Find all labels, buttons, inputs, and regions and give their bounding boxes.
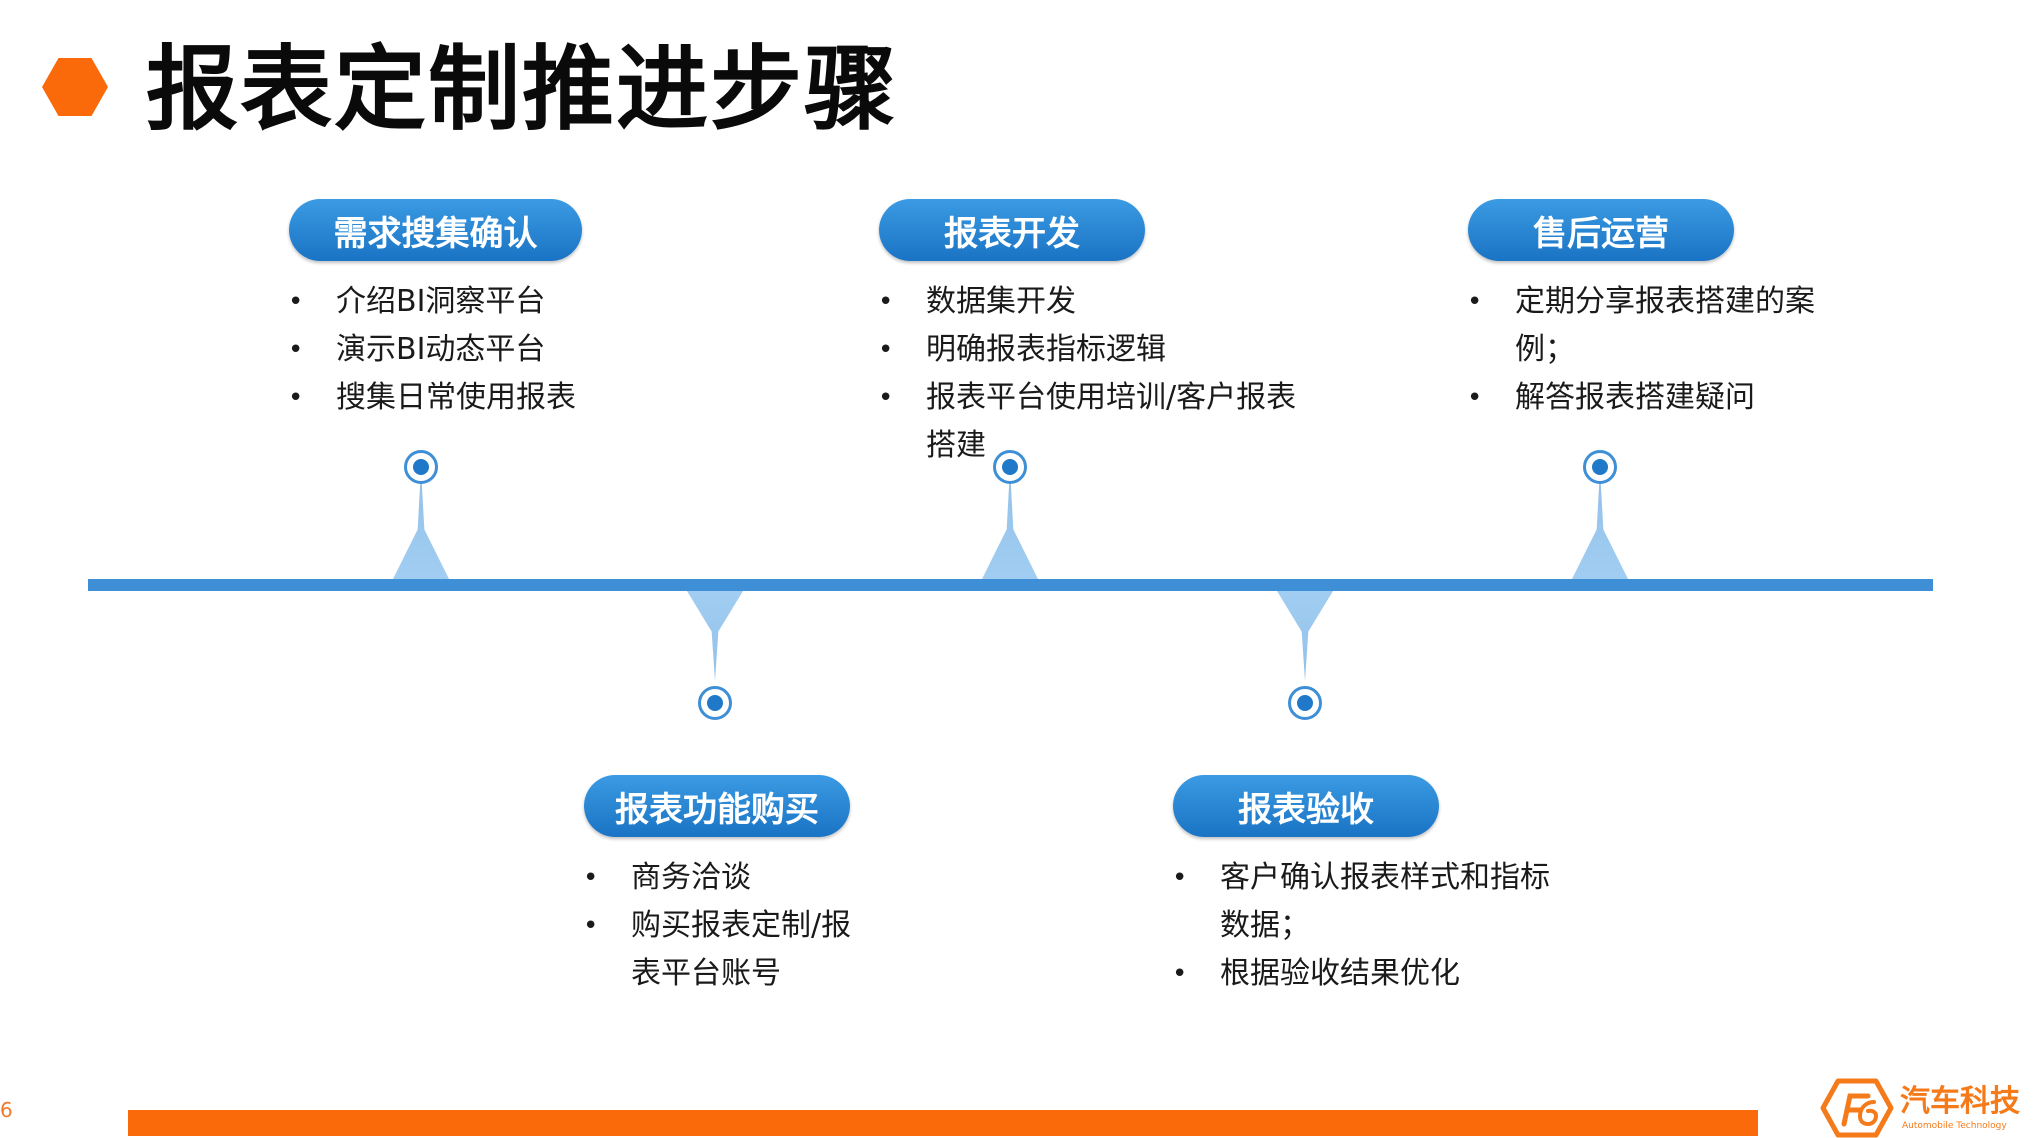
page-title: 报表定制推进步骤 xyxy=(146,36,899,143)
timeline-connector-1 xyxy=(393,469,449,579)
timeline-bar xyxy=(88,579,1933,591)
logo-text: 汽车科技 xyxy=(1900,1084,2020,1119)
hexagon-icon xyxy=(42,58,108,116)
step-label-2: 报表功能购买 xyxy=(584,775,850,837)
timeline-node-1 xyxy=(404,450,438,484)
timeline-connector-2 xyxy=(687,591,743,681)
list-item: 购买报表定制/报表平台账号 xyxy=(583,902,863,998)
step-items-2: 商务洽谈 购买报表定制/报表平台账号 xyxy=(583,854,863,998)
list-item: 介绍BI洞察平台 xyxy=(288,278,628,326)
step-label-5: 售后运营 xyxy=(1468,199,1734,261)
list-item: 明确报表指标逻辑 xyxy=(878,326,1298,374)
step-label-1: 需求搜集确认 xyxy=(289,199,582,261)
list-item: 数据集开发 xyxy=(878,278,1298,326)
step-items-5: 定期分享报表搭建的案例； 解答报表搭建疑问 xyxy=(1467,278,1847,422)
list-item: 解答报表搭建疑问 xyxy=(1467,374,1847,422)
logo-subtext: Automobile Technology xyxy=(1902,1121,2007,1131)
list-item: 演示BI动态平台 xyxy=(288,326,628,374)
timeline-connector-4 xyxy=(1277,591,1333,681)
step-items-4: 客户确认报表样式和指标数据； 根据验收结果优化 xyxy=(1172,854,1552,998)
list-item: 商务洽谈 xyxy=(583,854,863,902)
page-number: 6 xyxy=(0,1098,13,1122)
list-item: 报表平台使用培训/客户报表搭建 xyxy=(878,374,1298,470)
list-item: 客户确认报表样式和指标数据； xyxy=(1172,854,1552,950)
timeline-node-4 xyxy=(1288,686,1322,720)
company-logo: 汽车科技 Automobile Technology xyxy=(1820,1078,2030,1138)
list-item: 定期分享报表搭建的案例； xyxy=(1467,278,1847,374)
logo-mark-icon xyxy=(1820,1078,1894,1138)
list-item: 搜集日常使用报表 xyxy=(288,374,628,422)
step-label-4: 报表验收 xyxy=(1173,775,1439,837)
step-label-3: 报表开发 xyxy=(879,199,1145,261)
timeline-node-2 xyxy=(698,686,732,720)
timeline-connector-5 xyxy=(1572,469,1628,579)
timeline-connector-3 xyxy=(982,469,1038,579)
step-items-1: 介绍BI洞察平台 演示BI动态平台 搜集日常使用报表 xyxy=(288,278,628,422)
timeline-node-5 xyxy=(1583,450,1617,484)
list-item: 根据验收结果优化 xyxy=(1172,950,1552,998)
step-items-3: 数据集开发 明确报表指标逻辑 报表平台使用培训/客户报表搭建 xyxy=(878,278,1298,470)
footer-bar xyxy=(128,1110,1758,1136)
